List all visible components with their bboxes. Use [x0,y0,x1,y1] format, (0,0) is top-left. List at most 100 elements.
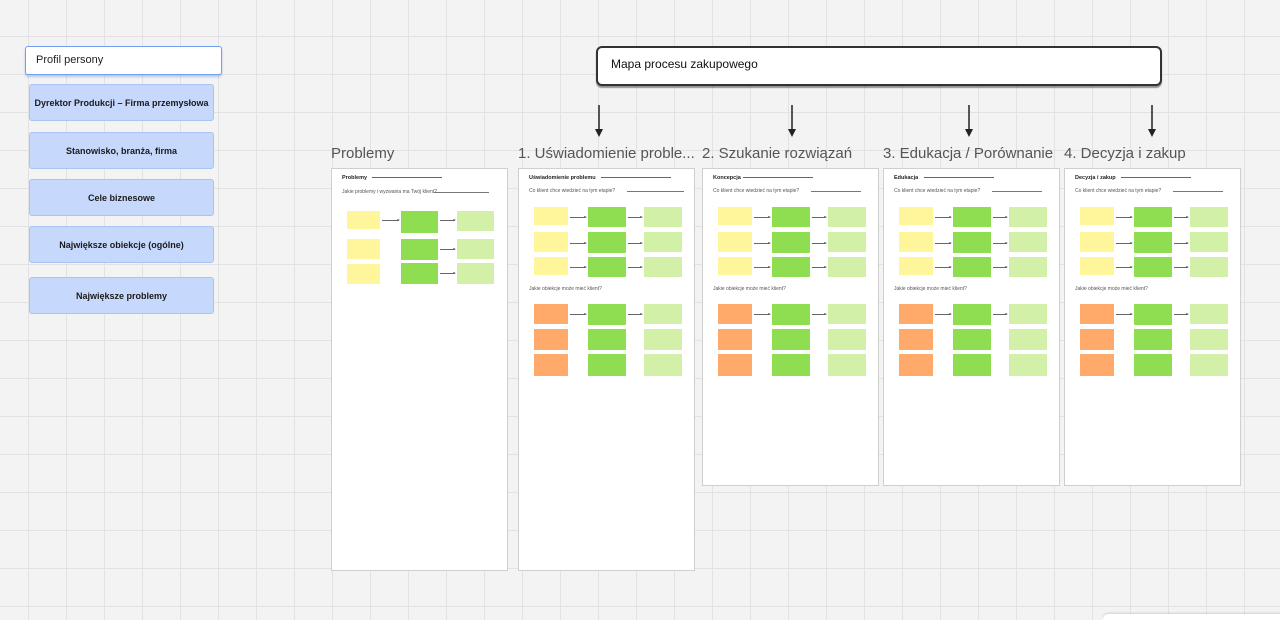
board-problems[interactable]: Problemy Jakie problemy i wyzwania ma Tw… [331,168,508,571]
sticky-note[interactable] [953,207,991,227]
sticky-note[interactable] [1080,304,1114,324]
board-search[interactable]: Koncepcja Co klient chce wiedzieć na tym… [702,168,879,486]
sticky-note[interactable] [1190,354,1228,376]
sticky-note[interactable] [534,207,568,225]
sticky-note[interactable] [534,257,568,275]
persona-card-objections[interactable]: Największe obiekcje (ogólne) [29,226,214,263]
sticky-note[interactable] [772,232,810,253]
sticky-note[interactable] [718,207,752,225]
sticky-note[interactable] [1190,304,1228,324]
sticky-note[interactable] [1190,232,1228,252]
board-education[interactable]: Edukacja Co klient chce wiedzieć na tym … [883,168,1060,486]
sticky-note[interactable] [718,354,752,376]
sticky-note[interactable] [401,239,438,260]
sticky-note[interactable] [644,207,682,227]
persona-card-position[interactable]: Stanowisko, branża, firma [29,132,214,169]
sticky-note[interactable] [1009,207,1047,227]
sticky-note[interactable] [1009,257,1047,277]
sticky-note[interactable] [588,329,626,350]
sticky-note[interactable] [772,329,810,350]
sticky-note[interactable] [588,257,626,277]
sticky-note[interactable] [772,257,810,277]
board-heading: Edukacja [894,175,919,181]
persona-title[interactable]: Profil persony [25,46,222,75]
sticky-note[interactable] [588,354,626,376]
sticky-note[interactable] [347,264,380,284]
sticky-note[interactable] [1134,232,1172,253]
board-decision[interactable]: Decyzja i zakup Co klient chce wiedzieć … [1064,168,1241,486]
sticky-note[interactable] [1080,207,1114,225]
sticky-note[interactable] [588,232,626,253]
sticky-note[interactable] [828,257,866,277]
sticky-note[interactable] [457,211,494,231]
sticky-note[interactable] [1009,354,1047,376]
sticky-note[interactable] [1190,207,1228,227]
board-question: Jakie obiekcje może mieć klient? [894,286,967,292]
sticky-note[interactable] [347,239,380,259]
sticky-note[interactable] [1134,329,1172,350]
sticky-note[interactable] [828,207,866,227]
sticky-note[interactable] [534,354,568,376]
sticky-note[interactable] [953,354,991,376]
sticky-note[interactable] [772,207,810,227]
sticky-note[interactable] [644,304,682,324]
sticky-note[interactable] [1009,329,1047,350]
sticky-note[interactable] [1134,207,1172,227]
sticky-note[interactable] [953,304,991,325]
sticky-note[interactable] [828,354,866,376]
sticky-note[interactable] [899,354,933,376]
sticky-note[interactable] [899,304,933,324]
sticky-note[interactable] [534,304,568,324]
sticky-note[interactable] [1190,257,1228,277]
sticky-note[interactable] [534,329,568,350]
sticky-note[interactable] [644,257,682,277]
sticky-note[interactable] [1080,232,1114,252]
sticky-note[interactable] [1080,257,1114,275]
sticky-note[interactable] [401,263,438,284]
sticky-note[interactable] [1134,304,1172,325]
persona-card-problems[interactable]: Największe problemy [29,277,214,314]
sticky-note[interactable] [588,207,626,227]
sticky-note[interactable] [899,329,933,350]
sticky-note[interactable] [457,263,494,284]
arrow-down-icon [965,105,973,137]
sticky-note[interactable] [644,329,682,350]
sticky-note[interactable] [828,304,866,324]
sticky-note[interactable] [401,211,438,233]
persona-card-goals[interactable]: Cele biznesowe [29,179,214,216]
sticky-note[interactable] [644,354,682,376]
sticky-note[interactable] [347,211,380,229]
sticky-note[interactable] [899,207,933,225]
sticky-note[interactable] [1009,232,1047,252]
sticky-note[interactable] [953,257,991,277]
sticky-note[interactable] [772,304,810,325]
sticky-note[interactable] [534,232,568,252]
sticky-note[interactable] [899,232,933,252]
sticky-note[interactable] [1080,354,1114,376]
sticky-note[interactable] [828,232,866,252]
sticky-note[interactable] [1080,329,1114,350]
process-map-title[interactable]: Mapa procesu zakupowego [596,46,1162,86]
board-awareness[interactable]: Uświadomienie problemu Co klient chce wi… [518,168,695,571]
sticky-note[interactable] [588,304,626,325]
board-heading: Decyzja i zakup [1075,175,1116,181]
sticky-note[interactable] [1134,257,1172,277]
sticky-note[interactable] [457,239,494,259]
sticky-note[interactable] [718,329,752,350]
sticky-note[interactable] [644,232,682,252]
arrow-down-icon [595,105,603,137]
sticky-note[interactable] [953,232,991,253]
sticky-note[interactable] [1190,329,1228,350]
board-question: Jakie problemy i wyzwania ma Twój klient… [342,189,437,195]
sticky-note[interactable] [1134,354,1172,376]
sticky-note[interactable] [718,304,752,324]
sticky-note[interactable] [828,329,866,350]
persona-card-role[interactable]: Dyrektor Produkcji – Firma przemysłowa [29,84,214,121]
sticky-note[interactable] [718,232,752,252]
sticky-note[interactable] [953,329,991,350]
sticky-note[interactable] [1009,304,1047,324]
sticky-note[interactable] [899,257,933,275]
sticky-note[interactable] [718,257,752,275]
arrow-down-icon [1148,105,1156,137]
sticky-note[interactable] [772,354,810,376]
